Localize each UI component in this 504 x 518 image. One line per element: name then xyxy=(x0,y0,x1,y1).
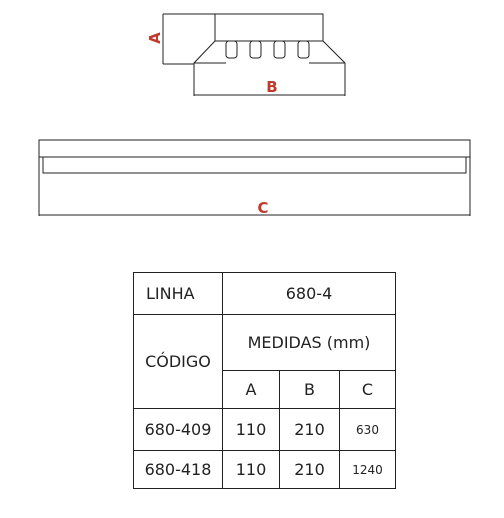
row-code: 680-418 xyxy=(133,450,223,489)
column-header-c: C xyxy=(339,370,396,409)
linha-label: LINHA xyxy=(133,272,223,315)
dimension-c-label: C xyxy=(257,199,268,217)
table-row: 680-409 110 210 630 xyxy=(133,408,396,451)
table-row-medidas: CÓDIGO MEDIDAS (mm) xyxy=(133,314,396,409)
table-row: 680-418 110 210 1240 xyxy=(133,450,396,489)
medidas-label: MEDIDAS (mm) xyxy=(222,314,396,371)
profile-top-block xyxy=(214,13,324,42)
dimension-b xyxy=(193,80,346,96)
specifications-table: LINHA 680-4 CÓDIGO MEDIDAS (mm) A B C 68… xyxy=(133,272,396,489)
dimension-a-label: A xyxy=(146,32,164,44)
row-value-c: 1240 xyxy=(339,450,396,489)
linha-value: 680-4 xyxy=(222,272,396,315)
dimension-a xyxy=(162,13,215,65)
profile-left-flange xyxy=(193,40,216,80)
row-value-b: 210 xyxy=(279,450,340,489)
row-code: 680-409 xyxy=(133,408,223,451)
front-lower-body xyxy=(42,156,467,174)
codigo-label: CÓDIGO xyxy=(133,314,223,409)
row-value-a: 110 xyxy=(222,408,280,451)
front-top-plate xyxy=(38,139,471,158)
row-value-b: 210 xyxy=(279,408,340,451)
dimension-b-label: B xyxy=(266,78,277,96)
table-row-linha: LINHA 680-4 xyxy=(133,272,396,315)
side-profile-view xyxy=(193,13,346,80)
profile-right-flange xyxy=(322,40,346,80)
table-row-column-headers: A B C xyxy=(134,370,396,409)
profile-fixing-tabs xyxy=(225,40,310,59)
technical-drawing: A B C xyxy=(38,13,471,217)
column-header-b: B xyxy=(279,370,340,409)
column-header-a: A xyxy=(222,370,280,409)
dimension-c xyxy=(38,157,471,216)
front-long-view xyxy=(38,139,471,174)
row-value-a: 110 xyxy=(222,450,280,489)
row-value-c: 630 xyxy=(339,408,396,451)
